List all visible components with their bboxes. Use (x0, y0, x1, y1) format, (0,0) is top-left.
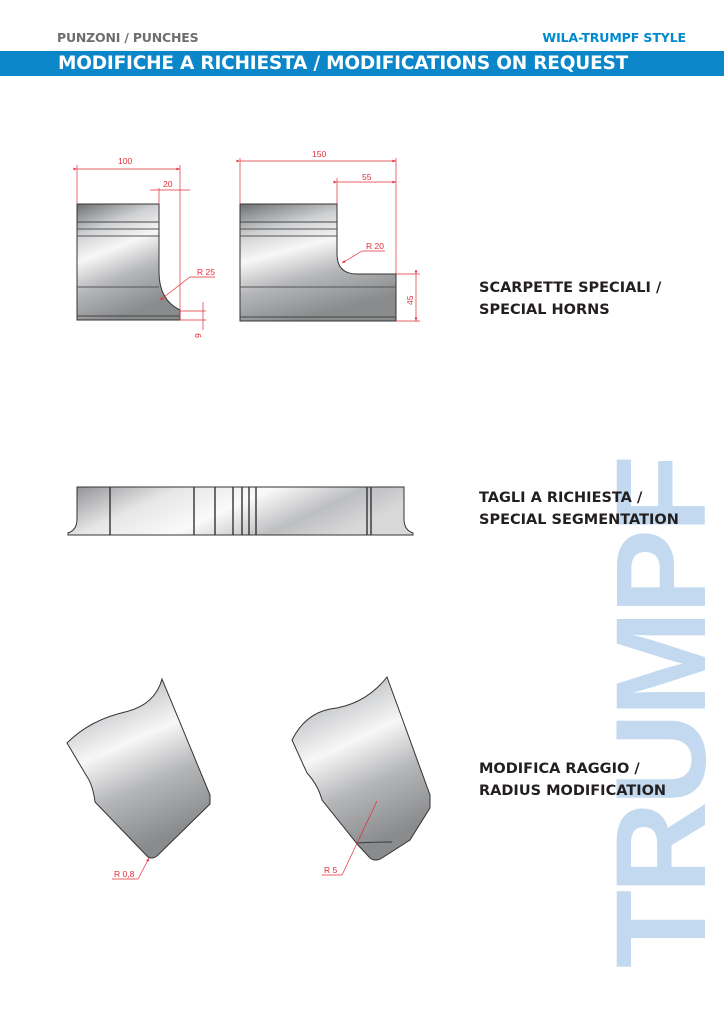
dim-horn: 55 (362, 172, 372, 182)
radius-drawing-r5: R 5 (291, 675, 431, 876)
segmentation-drawing (67, 486, 414, 536)
dim-width: 150 (312, 149, 326, 159)
horn-drawing-150: 150 55 R 20 45 (236, 149, 420, 322)
section-label-special-horns: SCARPETTE SPECIALI / SPECIAL HORNS (479, 277, 661, 321)
label-line-it: TAGLI A RICHIESTA / (479, 490, 643, 506)
label-line-en: RADIUS MODIFICATION (479, 783, 667, 799)
label-line-it: MODIFICA RAGGIO / (479, 761, 640, 777)
title-banner: MODIFICHE A RICHIESTA / MODIFICATIONS ON… (0, 51, 724, 76)
section-label-segmentation: TAGLI A RICHIESTA / SPECIAL SEGMENTATION (479, 487, 679, 531)
horn-drawing-100: 100 20 R 25 9 (73, 156, 215, 338)
dim-radius: R 5 (324, 865, 338, 875)
radius-drawing-r08: R 0,8 (66, 677, 211, 880)
section-label-radius: MODIFICA RAGGIO / RADIUS MODIFICATION (479, 758, 666, 802)
style-label: WILA-TRUMPF STYLE (542, 30, 686, 45)
label-line-en: SPECIAL SEGMENTATION (479, 512, 679, 528)
dim-radius: R 20 (366, 241, 384, 251)
dim-horn: 20 (163, 179, 173, 189)
dim-width: 100 (118, 156, 132, 166)
dim-radius: R 25 (197, 267, 215, 277)
category-label: PUNZONI / PUNCHES (57, 30, 199, 45)
dim-height: 45 (405, 295, 415, 305)
dim-height: 9 (193, 333, 203, 338)
page-title: MODIFICHE A RICHIESTA / MODIFICATIONS ON… (58, 53, 629, 74)
dim-radius: R 0,8 (114, 869, 135, 879)
label-line-it: SCARPETTE SPECIALI / (479, 280, 662, 296)
label-line-en: SPECIAL HORNS (479, 302, 610, 318)
